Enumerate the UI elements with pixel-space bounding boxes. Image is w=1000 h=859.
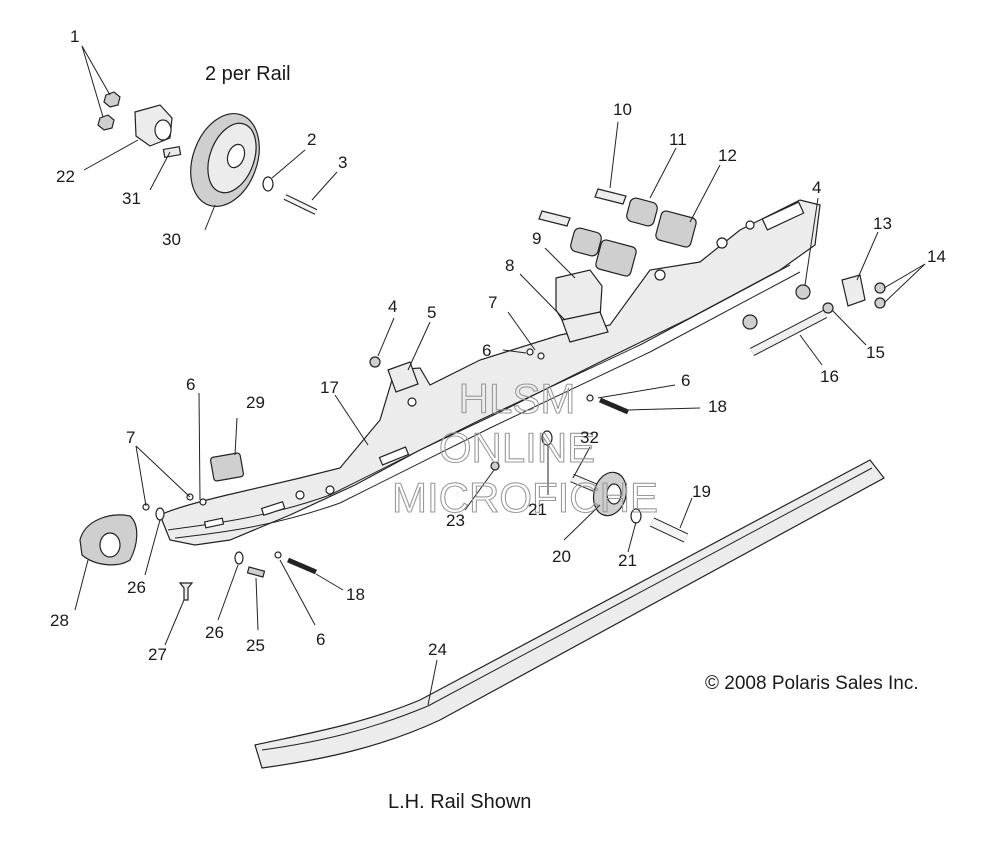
bolt-part (538, 210, 571, 227)
callout-label: 16 (820, 367, 839, 386)
callout-label: 14 (927, 247, 946, 266)
leader-lines (74, 45, 926, 706)
nut-part (795, 284, 811, 300)
bushing-part (626, 197, 658, 227)
callout-label: 29 (246, 393, 265, 412)
callout-label: 28 (50, 611, 69, 630)
wear-slide (254, 459, 885, 769)
callout-label: 10 (613, 100, 632, 119)
callout-label: 7 (488, 293, 497, 312)
washer-part (822, 302, 834, 314)
bolt-part (162, 145, 182, 159)
clip-part (561, 311, 609, 343)
callout-label: 5 (427, 303, 436, 322)
bracket-part (387, 361, 419, 393)
callout-label: 24 (428, 640, 447, 659)
callout-label: 15 (866, 343, 885, 362)
callout-label: 12 (718, 146, 737, 165)
idler-wheel-center (226, 143, 246, 169)
callout-label: 20 (552, 547, 571, 566)
nut-part (103, 91, 121, 108)
callout-label: 4 (812, 178, 821, 197)
rail-lower-edge (167, 264, 791, 531)
wear-slide-part (254, 459, 885, 769)
callout-label: 4 (388, 297, 397, 316)
callout-label: 18 (346, 585, 365, 604)
watermark-line-1: HLSM (459, 375, 576, 422)
callout-label: 7 (126, 428, 135, 447)
upper-mount-parts (538, 188, 697, 343)
callout-label: 17 (320, 378, 339, 397)
per-rail-caption: 2 per Rail (205, 63, 291, 85)
nut-part (874, 282, 886, 294)
watermark-line-3: MICROFICHE (392, 474, 658, 521)
callout-label: 1 (70, 27, 79, 46)
callout-label: 21 (528, 500, 547, 519)
callout-label: 27 (148, 645, 167, 664)
nut-part (742, 314, 758, 330)
nut-part (874, 297, 886, 309)
bushing-part (570, 227, 602, 257)
callout-label: 13 (873, 214, 892, 233)
rail-frame (79, 199, 821, 566)
mid-idler-assembly (541, 430, 689, 543)
watermark: HLSM ONLINE MICROFICHE (391, 374, 658, 521)
rivet-part (178, 582, 194, 601)
callout-label: 9 (532, 229, 541, 248)
callout-label: 6 (482, 341, 491, 360)
callout-label: 31 (122, 189, 141, 208)
callout-label: 32 (580, 428, 599, 447)
callout-label: 3 (338, 153, 347, 172)
block-part (595, 239, 637, 277)
callout-numbers: 1 2 3 4 4 5 6 6 6 6 7 7 8 9 10 11 12 13 … (50, 27, 946, 664)
callout-label: 22 (56, 167, 75, 186)
bracket-part (841, 274, 866, 307)
callout-label: 26 (127, 578, 146, 597)
callout-label: 2 (307, 130, 316, 149)
callout-label: 6 (186, 375, 195, 394)
bolt-part (594, 188, 627, 205)
washer-part (541, 430, 553, 446)
rail-slot (260, 500, 286, 516)
callout-label: 8 (505, 256, 514, 275)
callout-label: 26 (205, 623, 224, 642)
copyright-caption: © 2008 Polaris Sales Inc. (705, 673, 919, 694)
small-hardware (142, 348, 629, 601)
callout-label: 25 (246, 636, 265, 655)
rail-shown-caption: L.H. Rail Shown (388, 791, 531, 813)
callout-label: 19 (692, 482, 711, 501)
rail-slot (203, 517, 225, 529)
callout-label: 18 (708, 397, 727, 416)
spacer-hole (154, 119, 172, 141)
callout-label: 30 (162, 230, 181, 249)
watermark-line-2: ONLINE (439, 424, 595, 471)
cap-part (210, 452, 244, 482)
rail-slot (378, 446, 410, 466)
idler-wheel-assembly (97, 91, 318, 215)
callout-label: 6 (316, 630, 325, 649)
block-part (655, 210, 697, 248)
rear-parts (742, 274, 886, 356)
rail-slot (761, 201, 805, 231)
rail-frame-body (159, 199, 821, 546)
washer-part (262, 176, 274, 192)
callout-label: 23 (446, 511, 465, 530)
callout-label: 11 (669, 130, 687, 149)
callout-label: 6 (681, 371, 690, 390)
nut-part (97, 114, 115, 131)
callout-label: 21 (618, 551, 637, 570)
rail-lower-edge (174, 271, 801, 539)
